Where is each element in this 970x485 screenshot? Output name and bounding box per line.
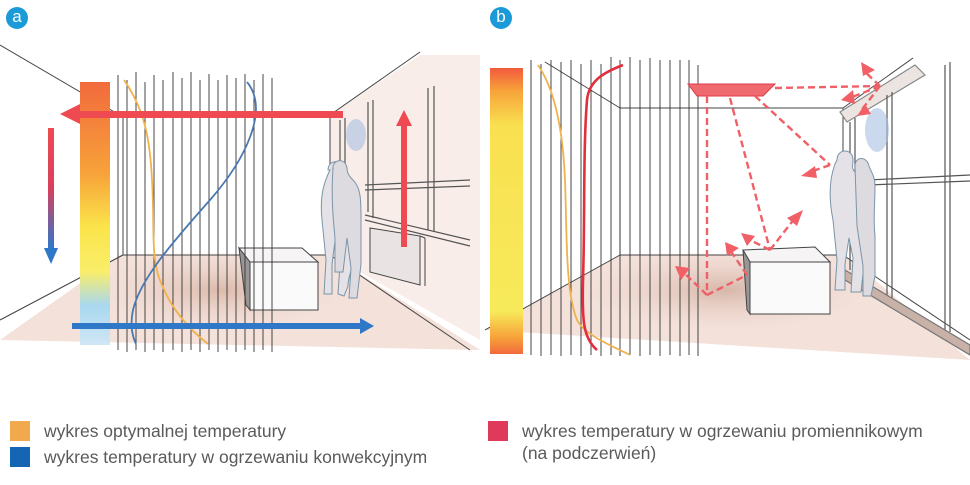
panel-a-badge: a	[6, 7, 28, 29]
panel-b-badge: b	[490, 7, 512, 29]
legend-right: wykres temperatury w ogrzewaniu promienn…	[488, 420, 923, 468]
people-silhouettes	[829, 150, 876, 297]
optimal-temperature-curve	[123, 79, 209, 345]
legend-item-convective: wykres temperatury w ogrzewaniu konwekcy…	[10, 446, 427, 468]
temperature-gradient-bar	[80, 82, 110, 345]
legend-label: wykres optymalnej temperatury	[44, 421, 287, 441]
air-cooling-down-arrow	[44, 128, 58, 264]
cold-air-floor-arrow	[72, 318, 374, 334]
orange-swatch-icon	[10, 421, 30, 441]
window-frames	[839, 62, 970, 356]
legend-label: wykres temperatury w ogrzewaniu konwekcy…	[44, 447, 428, 467]
hot-air-ceiling-arrow	[60, 104, 343, 124]
people-silhouettes	[320, 160, 362, 299]
legend-label-continued: (na podczerwień)	[522, 443, 657, 463]
convective-temperature-curve	[130, 81, 257, 345]
blue-swatch-icon	[10, 447, 30, 467]
infrared-ceiling-panel	[687, 83, 777, 97]
measurement-lines	[530, 57, 699, 356]
radiant-temperature-curve	[581, 63, 624, 351]
legend-label: wykres temperatury w ogrzewaniu promienn…	[522, 421, 923, 441]
panel-b-radiant-diagram	[485, 57, 970, 360]
red-swatch-icon	[488, 421, 508, 441]
ray-arrowheads	[675, 62, 875, 280]
temperature-gradient-bar	[490, 68, 523, 354]
legend-left: wykres optymalnej temperatury wykres tem…	[10, 420, 427, 472]
panel-a-convective-diagram	[0, 44, 480, 352]
optimal-temperature-curve	[537, 64, 631, 356]
hot-air-rising-arrow	[396, 110, 412, 247]
legend-item-optimal: wykres optymalnej temperatury	[10, 420, 427, 442]
furniture-box	[237, 246, 320, 312]
furniture-box	[742, 246, 832, 316]
measurement-lines	[117, 72, 273, 352]
legend-item-radiant: wykres temperatury w ogrzewaniu promienn…	[488, 420, 923, 464]
